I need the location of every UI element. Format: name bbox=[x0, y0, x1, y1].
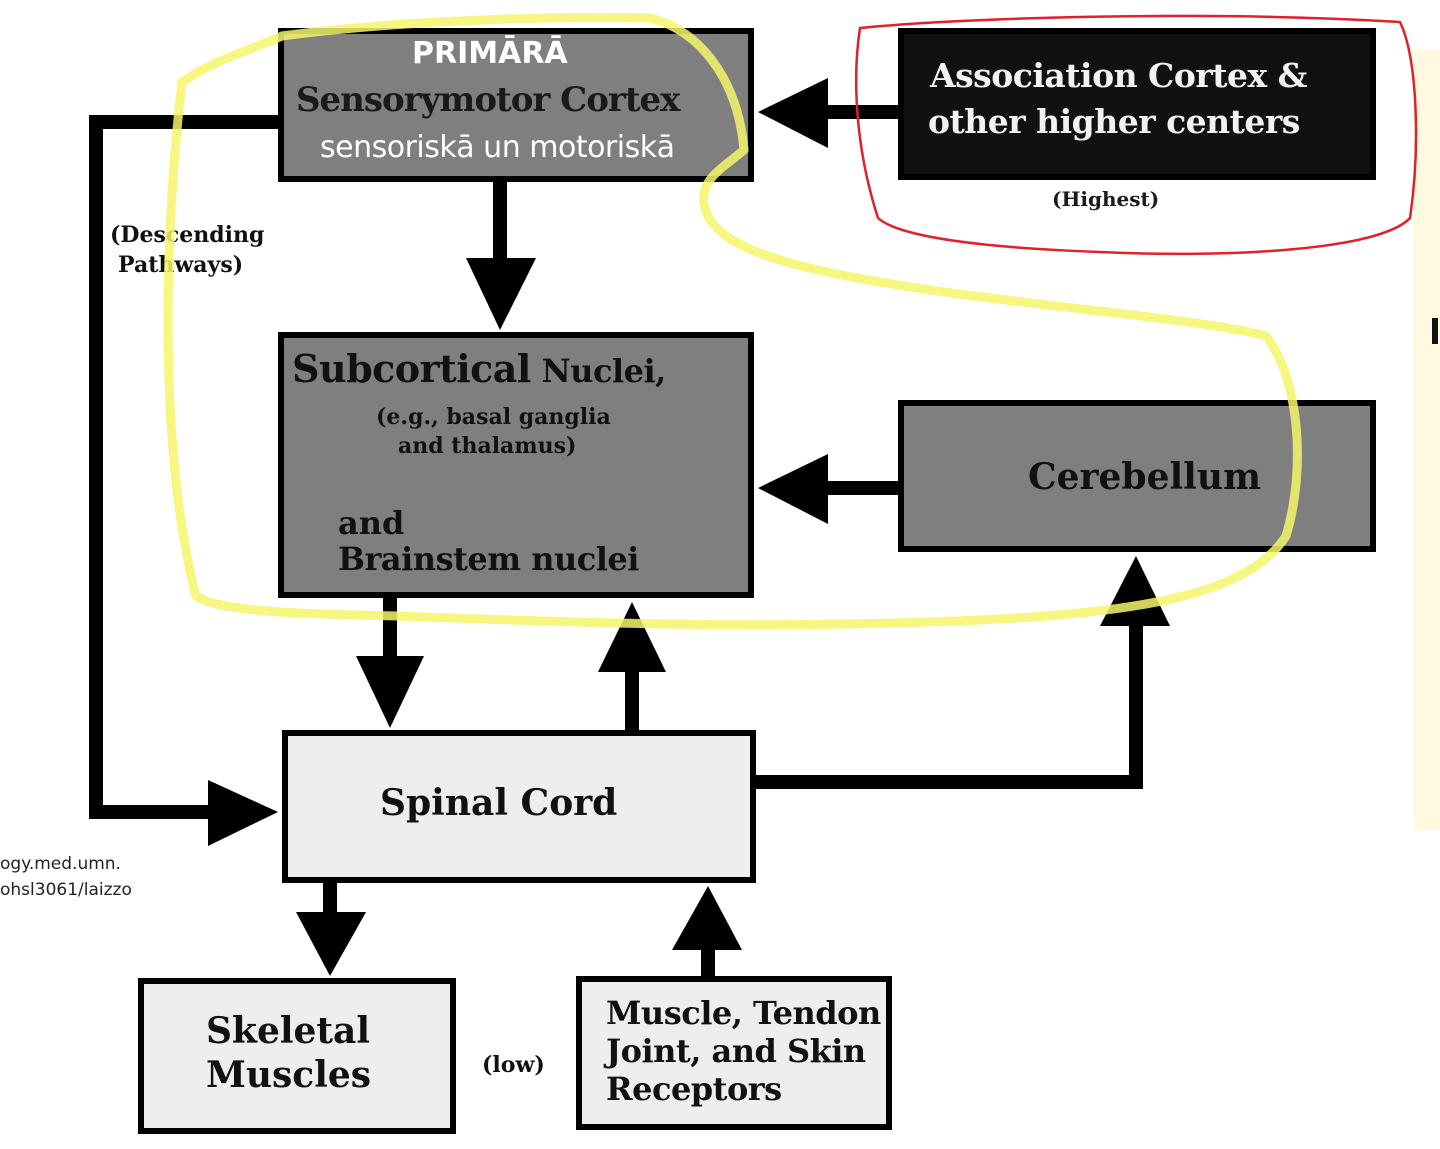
spinal-to-cerebellum-line bbox=[756, 620, 1143, 789]
spinal-cord-box bbox=[282, 730, 756, 883]
cortex-down-arrowhead bbox=[466, 258, 536, 330]
primary-overlay-label: PRIMĀRĀ bbox=[412, 36, 568, 71]
side-panel bbox=[1414, 50, 1440, 830]
subcortical-title-bold: Subcortical bbox=[292, 346, 531, 391]
receptors-up-arrowhead bbox=[672, 886, 742, 950]
receptors-line1: Muscle, Tendon bbox=[606, 994, 881, 1032]
muscles-down-arrowhead bbox=[296, 912, 366, 976]
skeletal-muscles-box bbox=[138, 978, 456, 1134]
low-level-label: (low) bbox=[482, 1052, 545, 1078]
subcortical-example-line1: (e.g., basal ganglia bbox=[376, 404, 611, 430]
sensorymotor-cortex-title: Sensorymotor Cortex bbox=[296, 80, 680, 120]
receptors-line3: Receptors bbox=[606, 1070, 782, 1108]
source-citation-line2: ohsl3061/laizzo bbox=[0, 880, 132, 900]
association-cortex-line2: other higher centers bbox=[928, 102, 1300, 141]
subcortical-example-line2: and thalamus) bbox=[398, 433, 577, 459]
subcortical-and: and bbox=[338, 504, 405, 542]
sensorymotor-cortex-subtitle: sensoriskā un motoriskā bbox=[320, 130, 675, 165]
subcortical-down-arrowhead bbox=[356, 656, 424, 728]
side-panel-mark bbox=[1432, 318, 1438, 344]
subcortical-title-rest: Nuclei, bbox=[530, 352, 666, 390]
source-citation-line1: ogy.med.umn. bbox=[0, 854, 121, 874]
association-arrowhead bbox=[758, 78, 828, 148]
cerebellum-up-arrowhead bbox=[1100, 556, 1170, 626]
descending-pathways-line1: (Descending bbox=[108, 222, 267, 248]
brainstem-nuclei-label: Brainstem nuclei bbox=[338, 540, 639, 578]
cerebellum-label: Cerebellum bbox=[1028, 456, 1262, 498]
skeletal-muscles-line2: Muscles bbox=[206, 1054, 372, 1096]
highest-level-label: (Highest) bbox=[1052, 187, 1160, 211]
descending-pathways-line2: Pathways) bbox=[116, 252, 246, 278]
subcortical-title: Subcortical Nuclei, bbox=[292, 346, 666, 391]
receptors-box bbox=[576, 976, 892, 1130]
spinal-cord-label: Spinal Cord bbox=[380, 782, 618, 824]
receptors-line2: Joint, and Skin bbox=[606, 1032, 866, 1070]
spinal-up-arrowhead bbox=[598, 602, 666, 672]
descending-arrowhead bbox=[208, 780, 278, 846]
skeletal-muscles-line1: Skeletal bbox=[206, 1010, 371, 1052]
association-cortex-line1: Association Cortex & bbox=[930, 56, 1307, 95]
cerebellum-arrowhead bbox=[758, 454, 828, 524]
